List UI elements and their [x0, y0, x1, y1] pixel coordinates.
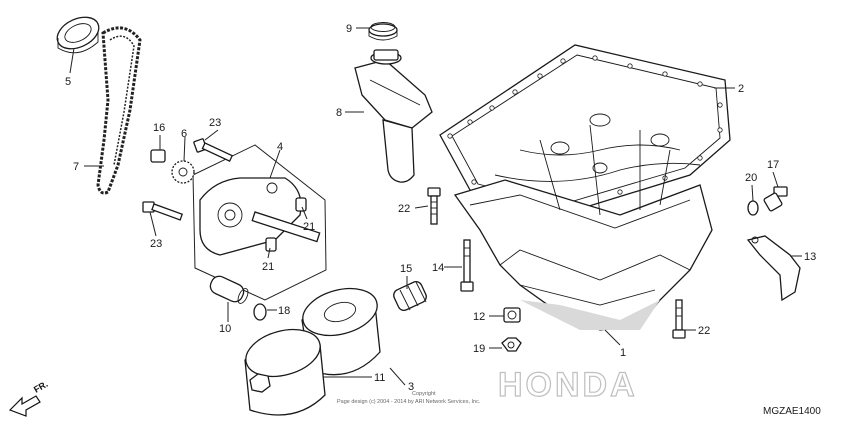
oil-filter-11: [244, 328, 326, 416]
bolt-22-lower: [672, 299, 686, 339]
filter-joint-15: [393, 281, 427, 311]
callout-13: 13: [804, 251, 816, 263]
callout-23-upper: 23: [209, 117, 221, 129]
callout-11: 11: [374, 372, 385, 384]
callout-1: 1: [620, 347, 626, 359]
callout-10: 10: [219, 323, 231, 335]
callout-4: 4: [277, 141, 283, 153]
filler-cap-seal-9: [368, 22, 398, 41]
callout-6: 6: [181, 128, 187, 140]
oil-pump-frame: [192, 144, 327, 301]
copyright-notice: Page design (c) 2004 - 2014 by ARI Netwo…: [337, 399, 481, 405]
diagram-code: MGZAE1400: [763, 406, 821, 417]
bolt-22-upper: [427, 187, 441, 225]
callout-8: 8: [336, 107, 342, 119]
callout-23-lower: 23: [150, 238, 162, 250]
callout-21-lower: 21: [262, 261, 274, 273]
callout-9: 9: [346, 23, 352, 35]
callout-22-upper: 22: [398, 203, 410, 215]
cam-chain-7: [96, 26, 142, 195]
front-label: FR.: [32, 379, 50, 395]
oil-pan: [439, 44, 731, 331]
callout-7: 7: [73, 161, 79, 173]
callout-20: 20: [745, 172, 757, 184]
callout-12: 12: [473, 311, 485, 323]
bracket-13: [746, 235, 801, 302]
o-ring-18: [253, 303, 267, 321]
washer-20: [747, 200, 759, 216]
sprocket-6: [171, 160, 195, 184]
bolt-17: [763, 186, 788, 212]
callout-22-lower: 22: [698, 325, 710, 337]
bolt-16: [150, 149, 166, 163]
leader-lines: [69, 27, 802, 386]
callout-15: 15: [400, 263, 412, 275]
bolt-14: [460, 239, 474, 292]
callout-5: 5: [65, 76, 71, 88]
bolt-23-upper: [193, 138, 234, 162]
callout-21-upper: 21: [303, 221, 315, 233]
drain-bolt-19: [501, 337, 522, 352]
honda-watermark: HONDA: [498, 366, 638, 404]
copyright-short: Copyright: [412, 391, 436, 397]
bolt-23-lower: [142, 201, 184, 221]
drain-washer-12: [503, 307, 521, 323]
oil-pipe-10: [209, 275, 249, 304]
callout-2: 2: [738, 83, 744, 95]
oil-pump-4: [199, 177, 321, 256]
callout-3: 3: [408, 381, 414, 393]
callouts: 1 2 3 4 5 6 7 8 9 10 11 12 13 14 15 16 1…: [65, 23, 816, 393]
callout-17: 17: [767, 159, 779, 171]
front-direction-marker: FR.: [8, 379, 50, 417]
callout-18: 18: [278, 305, 290, 317]
callout-14: 14: [432, 262, 444, 274]
callout-16: 16: [153, 122, 165, 134]
sprocket-5: [56, 16, 100, 54]
front-arrow-icon: [8, 395, 41, 417]
oil-filler-tube: [354, 49, 433, 183]
callout-19: 19: [473, 343, 485, 355]
